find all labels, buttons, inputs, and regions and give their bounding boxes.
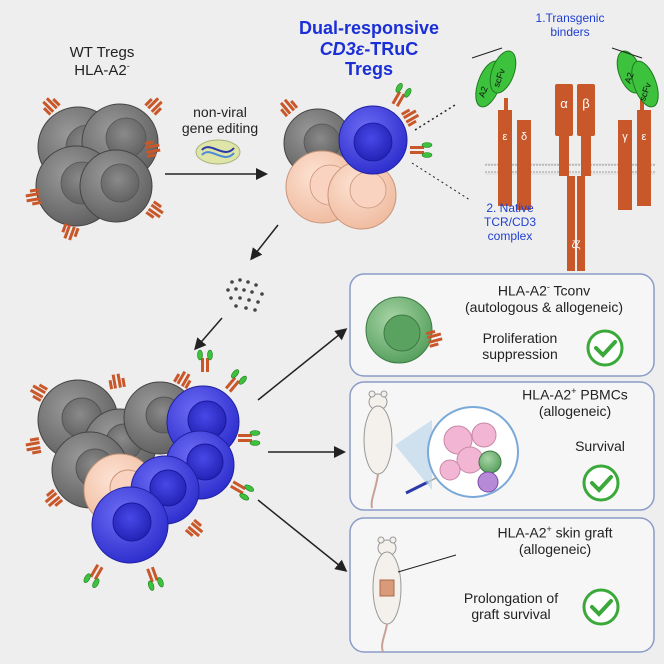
receptor-schematic (471, 47, 659, 271)
title-line3: Tregs (344, 59, 394, 80)
chain-delta: δ (521, 131, 527, 143)
panel-3-result: Prolongation of graft survival (463, 590, 559, 623)
wt-treg-label: WT Tregs HLA-A2- (42, 44, 162, 80)
panel-3-title: HLA-A2+ skin graft (allogeneic) (497, 524, 613, 557)
panel-2-result: Survival (575, 438, 625, 454)
wt-treg-cluster (24, 94, 167, 242)
editing-step (165, 139, 268, 180)
chain-epsilon-right: ε (642, 131, 647, 143)
binder-a2-right: A2 (623, 71, 636, 85)
transgenic-binders-label: 1.Transgenic binders (535, 11, 605, 39)
edited-treg-cluster (276, 81, 471, 230)
arrow-to-panel-1 (257, 328, 348, 401)
native-complex-label: 2. Native TCR/CD3 complex (483, 201, 536, 243)
title: Dual-responsive CD3ε-TRuC Tregs (284, 18, 454, 80)
arrow-to-expanded (194, 317, 223, 351)
tconv-cell (365, 296, 444, 364)
arrow-to-activation (250, 224, 279, 261)
editing-line1: non-viral (193, 104, 247, 120)
wt-line2: HLA-A2- (74, 61, 130, 80)
panel-2-title: HLA-A2+ PBMCs (allogeneic) (522, 386, 628, 419)
chain-zeta: ζζ (572, 240, 581, 251)
chain-beta: β (582, 96, 589, 111)
mouse-pbmc (363, 390, 519, 509)
check-icon (582, 464, 620, 502)
title-line2: CD3ε-TRuC (319, 38, 419, 59)
expanded-treg-cluster (24, 349, 261, 592)
panel-skin-graft (349, 517, 655, 653)
panel-1-result: Proliferation suppression (482, 330, 558, 363)
panel-tconv (349, 273, 655, 377)
chain-alpha: α (560, 96, 568, 111)
panel-1-title: HLA-A2- Tconv (autologous & allogeneic) (465, 282, 623, 315)
editing-label: non-viral gene editing (160, 104, 280, 136)
check-icon (582, 588, 620, 626)
mouse-skin-graft (372, 536, 457, 653)
binder-a2-left: A2 (477, 85, 490, 99)
chain-epsilon-left: ε (503, 131, 508, 143)
chain-gamma: γ (622, 131, 628, 143)
check-icon (586, 329, 624, 367)
editing-line2: gene editing (181, 120, 259, 137)
arrow-to-panel-3 (257, 499, 348, 572)
wt-line1: WT Tregs (69, 44, 135, 61)
secreted-particles (226, 278, 264, 312)
title-line1: Dual-responsive (298, 18, 440, 38)
